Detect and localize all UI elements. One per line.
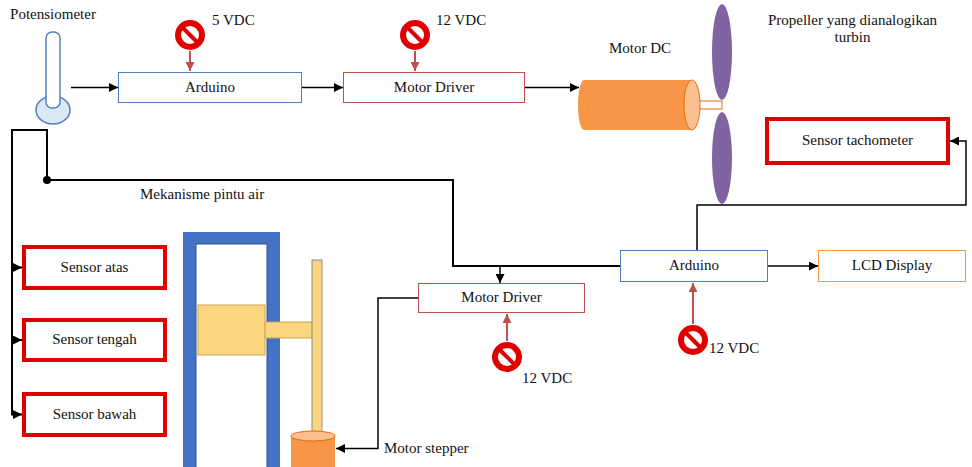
part-label: Propeller yang dianalogikan turbin xyxy=(765,12,940,47)
voltage-label: 12 VDC xyxy=(522,370,572,387)
node-text: Motor stepper xyxy=(384,440,469,457)
connector xyxy=(71,87,118,89)
node-text: LCD Display xyxy=(852,257,932,274)
connector xyxy=(768,265,818,267)
connector xyxy=(525,87,579,89)
stepper-motor-shape xyxy=(290,430,336,467)
node-text: Sensor tengah xyxy=(52,331,137,348)
stepper-motor: Motor stepper xyxy=(290,430,336,467)
sensor-box: Sensor bawah xyxy=(22,392,167,437)
part-label: Mekanisme pintu air xyxy=(140,186,264,203)
potentiometer-shape xyxy=(35,30,71,126)
node-text: Sensor atas xyxy=(61,259,129,276)
connector xyxy=(336,298,418,449)
voltage-label: 5 VDC xyxy=(212,12,255,29)
node-text: Motor Driver xyxy=(394,79,474,96)
voltage-label: 12 VDC xyxy=(436,12,486,29)
sensor-box: Sensor tengah xyxy=(22,318,167,362)
propeller xyxy=(696,4,732,204)
node-text: Arduino xyxy=(669,257,719,274)
power-symbol xyxy=(678,283,708,355)
driver-box: Motor Driver xyxy=(418,283,585,313)
connector xyxy=(12,130,620,340)
node-text: Sensor bawah xyxy=(53,406,137,423)
dc-motor-shape xyxy=(578,76,702,134)
power-symbol xyxy=(400,20,430,71)
node-text: Motor Driver xyxy=(461,289,541,306)
potentiometer: Potensiometer xyxy=(35,30,71,126)
node-text: Sensor tachometer xyxy=(802,132,913,149)
sensor-box: Sensor tachometer xyxy=(765,117,950,165)
sensor-box: Sensor atas xyxy=(22,245,167,290)
controller-box: Arduino xyxy=(118,72,302,103)
node-text: Potensiometer xyxy=(10,6,96,23)
power-symbol xyxy=(175,20,205,71)
display-box: LCD Display xyxy=(818,250,966,282)
dc-motor: Motor DC xyxy=(578,76,702,134)
connector xyxy=(12,130,620,415)
voltage-label: 12 VDC xyxy=(709,340,759,357)
driver-box: Motor Driver xyxy=(343,72,525,103)
connector xyxy=(500,266,620,283)
controller-box: Arduino xyxy=(620,250,768,282)
node-text: Arduino xyxy=(185,79,235,96)
connector xyxy=(302,87,343,89)
node-text: Motor DC xyxy=(609,40,671,57)
power-symbol xyxy=(492,314,522,372)
